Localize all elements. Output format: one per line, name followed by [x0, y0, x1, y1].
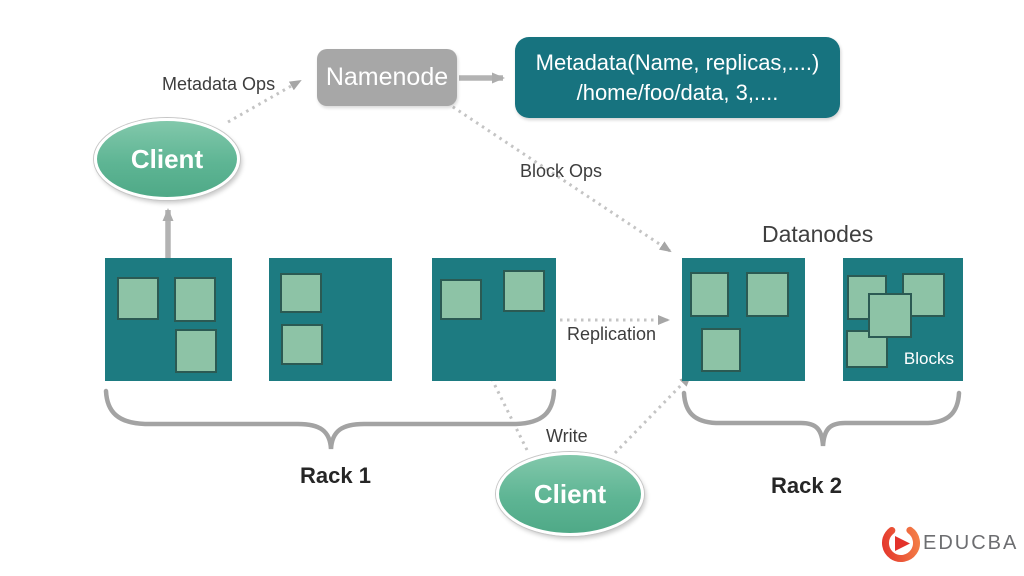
- metadata-box[interactable]: Metadata(Name, replicas,....) /home/foo/…: [515, 37, 840, 118]
- datanode-1[interactable]: [105, 258, 232, 381]
- rack1-brace: [103, 388, 557, 450]
- client-top-label: Client: [130, 143, 204, 174]
- hdfs-block: [174, 277, 216, 322]
- metadata-ops-label: Metadata Ops: [162, 74, 276, 94]
- write-arrow-rack2: [613, 374, 692, 455]
- hdfs-block: [281, 324, 323, 365]
- hdfs-block: [701, 328, 741, 372]
- rack2-brace: [681, 390, 962, 447]
- hdfs-block: [503, 270, 545, 312]
- hdfs-block: [280, 273, 322, 313]
- client-node-bottom[interactable]: Client: [496, 452, 644, 536]
- hdfs-block: [746, 272, 789, 317]
- rack2-label: Rack 2: [771, 473, 842, 498]
- datanodes-label: Datanodes: [762, 221, 874, 247]
- datanode-5[interactable]: Blocks: [843, 258, 963, 381]
- hdfs-block: [175, 329, 217, 373]
- namenode-label: Namenode: [325, 63, 449, 91]
- client-bottom-label: Client: [533, 478, 607, 509]
- namenode-box[interactable]: Namenode: [317, 49, 457, 106]
- rack1-label: Rack 1: [300, 463, 371, 488]
- datanode-3[interactable]: [432, 258, 556, 381]
- replication-label: Replication: [567, 324, 657, 344]
- educba-logo-text: EDUCBA: [923, 532, 1019, 554]
- educba-logo-icon: [882, 524, 920, 562]
- hdfs-block: [117, 277, 159, 320]
- client-node-top[interactable]: Client: [94, 118, 240, 200]
- blocks-label: Blocks: [903, 349, 954, 368]
- block-ops-label: Block Ops: [520, 161, 603, 181]
- metadata-line1: Metadata(Name, replicas,....): [535, 49, 820, 75]
- hdfs-block: [868, 293, 912, 338]
- metadata-line2: /home/foo/data, 3,....: [576, 79, 779, 105]
- write-label: Write: [546, 426, 588, 446]
- hdfs-block: [690, 272, 729, 317]
- datanode-2[interactable]: [269, 258, 392, 381]
- hdfs-block: [440, 279, 482, 320]
- datanode-4[interactable]: [682, 258, 805, 381]
